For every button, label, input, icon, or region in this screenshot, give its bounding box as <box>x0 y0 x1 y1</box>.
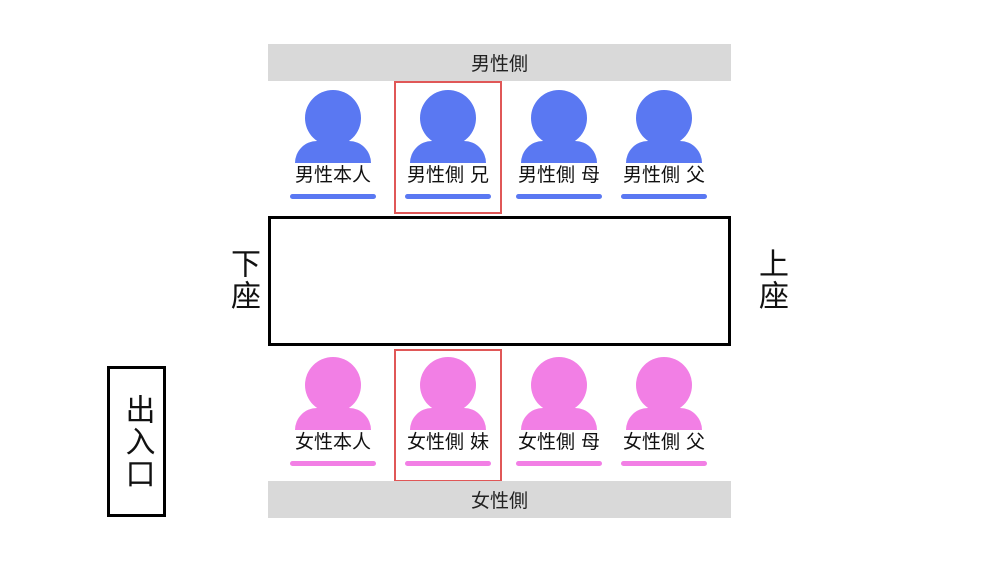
female-seat-row: 女性本人 女性側 妹 女性側 母 女性側 父 <box>0 352 1000 482</box>
seat-base <box>290 461 376 466</box>
seat-base <box>290 194 376 199</box>
entrance-label: 出入口 <box>119 393 155 490</box>
lower-seat-label: 下座 <box>225 248 260 312</box>
seat-base <box>405 194 491 199</box>
seat-base <box>621 461 707 466</box>
person-body-icon <box>295 141 371 163</box>
seat-label: 男性本人 <box>294 164 371 186</box>
person-body-icon <box>410 141 486 163</box>
male-side-label: 男性側 <box>470 53 528 75</box>
female-side-label: 女性側 <box>470 490 528 512</box>
male-seat-row: 男性本人 男性側 兄 男性側 母 男性側 父 <box>0 85 1000 215</box>
male-side-bar: 男性側 <box>268 44 731 81</box>
seat-female-self: 女性本人 <box>278 352 388 477</box>
person-head-icon <box>305 90 361 146</box>
entrance-box: 出入口 <box>107 366 166 517</box>
person-body-icon <box>626 141 702 163</box>
person-head-icon <box>636 357 692 413</box>
seat-female-father: 女性側 父 <box>609 352 719 477</box>
male-highlight-box <box>394 81 502 214</box>
seat-label: 男性側 母 <box>517 164 601 186</box>
person-head-icon <box>420 357 476 413</box>
person-body-icon <box>295 408 371 430</box>
seat-male-self: 男性本人 <box>278 85 388 210</box>
person-body-icon <box>410 408 486 430</box>
female-highlight-box <box>394 349 502 482</box>
upper-seat-label: 上座 <box>753 248 788 312</box>
seat-label: 女性側 母 <box>517 431 601 453</box>
person-head-icon <box>531 357 587 413</box>
seat-label: 男性側 兄 <box>406 164 490 186</box>
seat-female-sister: 女性側 妹 <box>393 352 503 477</box>
person-head-icon <box>636 90 692 146</box>
seat-base <box>621 194 707 199</box>
seat-male-brother: 男性側 兄 <box>393 85 503 210</box>
seat-base <box>516 461 602 466</box>
person-head-icon <box>531 90 587 146</box>
seat-base <box>516 194 602 199</box>
seat-label: 女性本人 <box>294 431 371 453</box>
seat-male-mother: 男性側 母 <box>504 85 614 210</box>
seat-label: 女性側 父 <box>622 431 706 453</box>
seat-base <box>405 461 491 466</box>
person-body-icon <box>626 408 702 430</box>
seat-female-mother: 女性側 母 <box>504 352 614 477</box>
seat-label: 男性側 父 <box>622 164 706 186</box>
person-head-icon <box>420 90 476 146</box>
person-body-icon <box>521 141 597 163</box>
seat-male-father: 男性側 父 <box>609 85 719 210</box>
table <box>268 216 731 346</box>
seat-label: 女性側 妹 <box>406 431 490 453</box>
female-side-bar: 女性側 <box>268 481 731 518</box>
person-head-icon <box>305 357 361 413</box>
person-body-icon <box>521 408 597 430</box>
